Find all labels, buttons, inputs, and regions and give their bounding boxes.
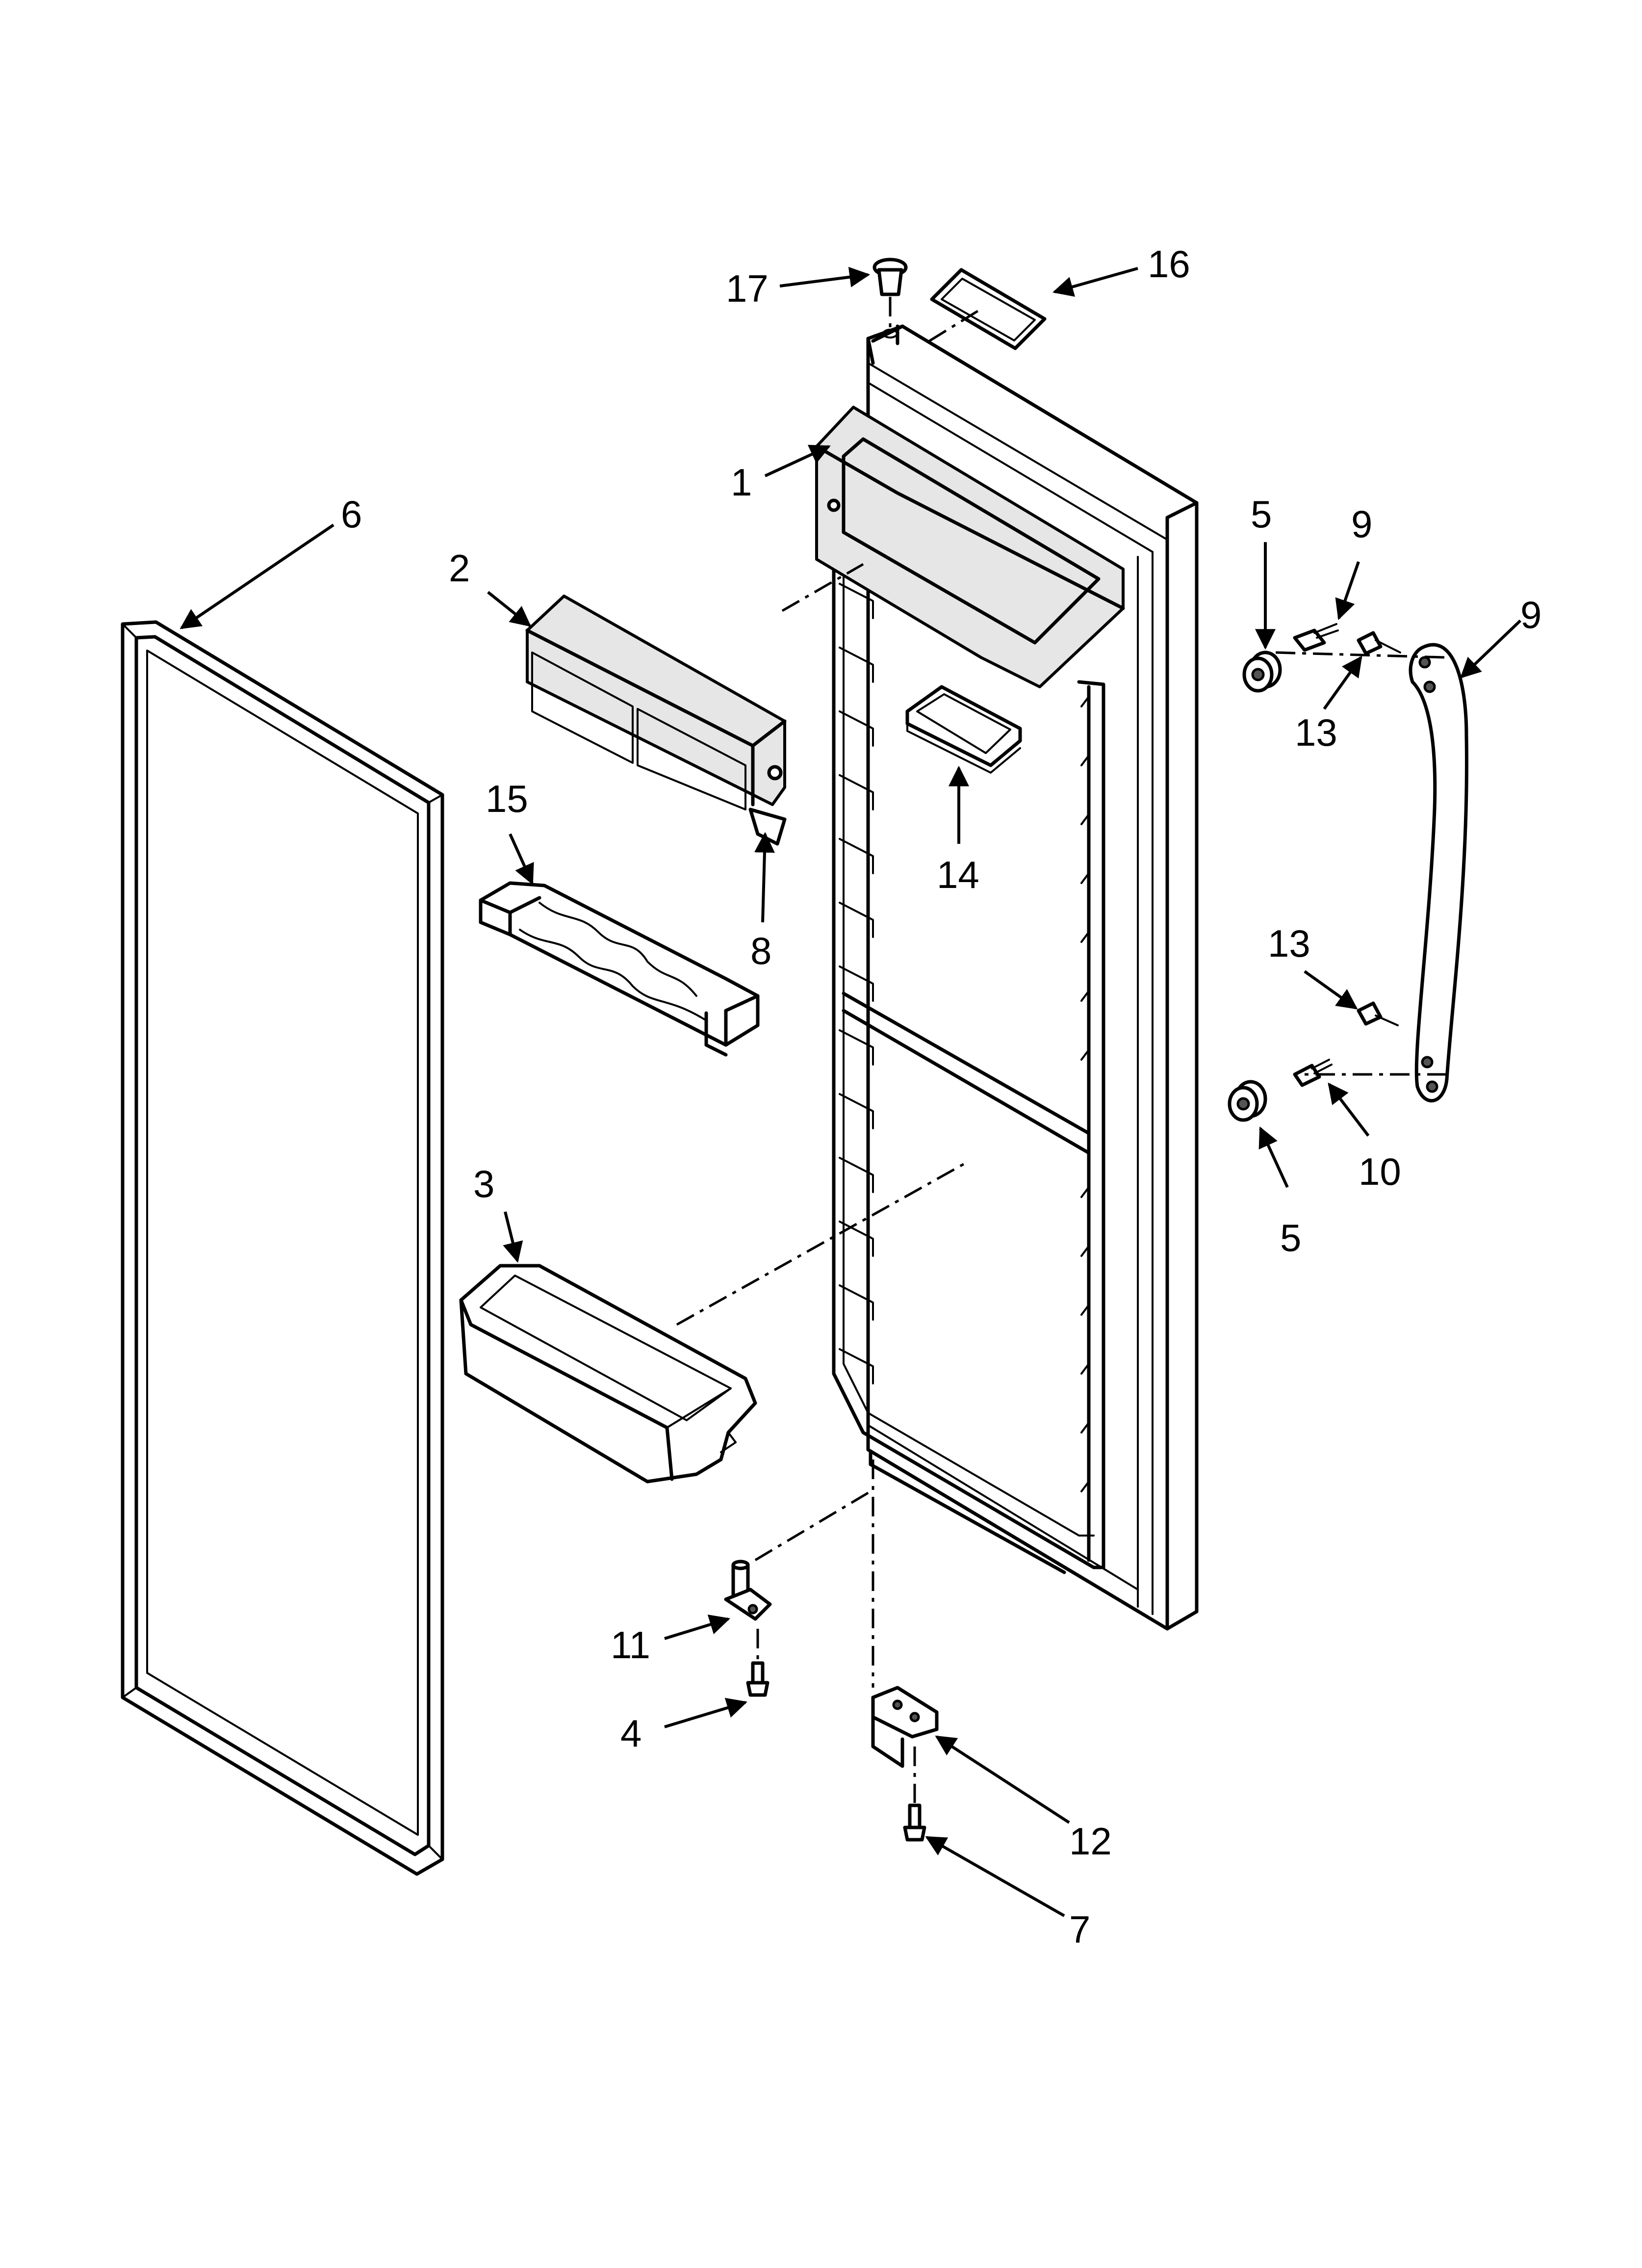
leader-arrows bbox=[180, 266, 1522, 1917]
callout-15: 15 bbox=[486, 777, 528, 820]
hinge-screw-11 bbox=[903, 1803, 926, 1842]
callout-7: 8 bbox=[750, 929, 771, 972]
callout-9-upper: 9 bbox=[1351, 502, 1372, 546]
callout-4: 4 bbox=[620, 1712, 641, 1755]
door-assembly bbox=[815, 324, 1199, 1631]
top-label bbox=[930, 268, 1047, 350]
egg-tray bbox=[479, 881, 760, 1057]
callout-labels: 17 16 1 6 2 15 8 14 3 5 9 9 13 13 10 5 1… bbox=[341, 242, 1541, 1951]
screw-13-upper bbox=[1357, 631, 1401, 655]
callout-13-lower: 13 bbox=[1268, 922, 1310, 965]
bottom-hinge bbox=[871, 1686, 939, 1768]
callout-5-lower: 5 bbox=[1280, 1216, 1301, 1259]
callout-5-upper: 5 bbox=[1251, 493, 1272, 536]
spacer-lower bbox=[1228, 1080, 1267, 1122]
callout-14: 14 bbox=[937, 853, 979, 896]
screw-13-lower bbox=[1357, 1001, 1399, 1026]
callout-8: 9 bbox=[1520, 593, 1541, 636]
callout-3: 3 bbox=[473, 1162, 494, 1205]
hinge-screw-4 bbox=[746, 1661, 770, 1697]
spacer-upper bbox=[1242, 651, 1282, 693]
dispenser-cover bbox=[525, 595, 787, 846]
door-gasket bbox=[121, 620, 444, 1876]
callout-2: 2 bbox=[449, 547, 470, 590]
screw-9-upper bbox=[1293, 623, 1339, 652]
callout-12: 12 bbox=[1069, 1820, 1112, 1863]
callout-13-upper: 13 bbox=[1295, 711, 1337, 754]
door-handle bbox=[1409, 643, 1468, 1103]
screw-9-lower bbox=[1293, 1059, 1333, 1087]
callout-9-lower: 10 bbox=[1359, 1150, 1401, 1193]
assembly-lines bbox=[676, 297, 1447, 1803]
callout-16: 16 bbox=[1148, 242, 1190, 286]
door-plug bbox=[872, 258, 908, 339]
small-bin bbox=[905, 685, 1022, 774]
callout-11: 7 bbox=[1069, 1908, 1090, 1951]
door-bin bbox=[459, 1264, 757, 1484]
callout-1: 1 bbox=[731, 461, 752, 504]
callout-6: 6 bbox=[341, 493, 362, 536]
callout-17: 17 bbox=[726, 267, 769, 310]
callout-10: 11 bbox=[611, 1623, 650, 1667]
hinge-pin bbox=[724, 1560, 772, 1621]
